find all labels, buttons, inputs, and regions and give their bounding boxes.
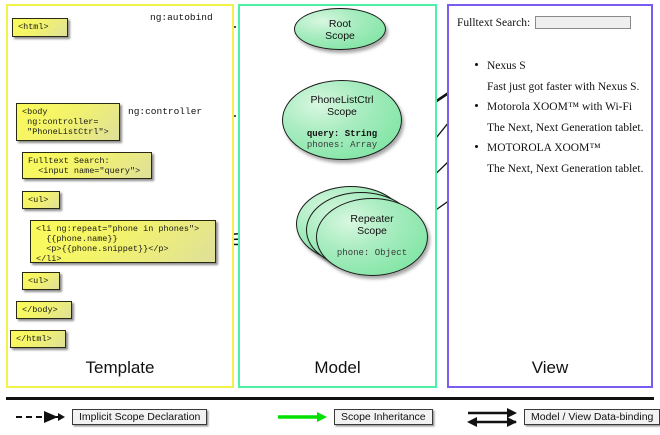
template-box-html-open[interactable]: <html>: [12, 18, 68, 37]
legend-item-implicit-scope-declaration: Implicit Scope Declaration: [14, 409, 208, 425]
legend-label: Model / View Data-binding: [524, 409, 660, 425]
phone-snippet: Fast just got faster with Nexus S.: [487, 81, 640, 93]
edge-label-ng-autobind: ng:autobind: [150, 12, 213, 23]
edge-label-ng-controller: ng:controller: [128, 106, 203, 117]
phone-name: MOTOROLA XOOM™: [487, 142, 601, 154]
repeater-prop-phone: phone: Object: [336, 248, 408, 258]
bullet-icon: [475, 104, 478, 107]
bullet-icon: [475, 63, 478, 66]
template-box-li-repeat[interactable]: <li ng:repeat="phone in phones"> {{phone…: [30, 220, 216, 264]
model-scope-repeater[interactable]: Repeater Scope phone: Object: [316, 198, 428, 276]
phone-name: Nexus S: [487, 60, 526, 72]
dashed-arrow-icon: [16, 411, 65, 423]
root-scope-title-1: Root: [328, 18, 352, 30]
template-box-fulltext-search[interactable]: Fulltext Search: <input name="query">: [22, 152, 152, 179]
green-arrow-icon: [278, 412, 327, 422]
legend-item-model-view-data-binding: Model / View Data-binding: [466, 405, 660, 429]
phone-snippet: The Next, Next Generation tablet.: [487, 122, 644, 134]
template-box-body-close[interactable]: </body>: [16, 301, 72, 319]
legend: Implicit Scope Declaration Scope Inherit…: [0, 405, 660, 435]
view-search-row: Fulltext Search:: [457, 16, 647, 29]
phonelistctrl-scope-title-1: PhoneListCtrl: [310, 94, 374, 106]
legend-label: Scope Inheritance: [334, 409, 433, 425]
list-item[interactable]: MOTOROLA XOOM™ The Next, Next Generation…: [457, 141, 647, 176]
view-content: Fulltext Search: Nexus S Fast just got f…: [457, 16, 647, 182]
template-box-html-close[interactable]: </html>: [10, 330, 66, 348]
phonelistctrl-prop-query: query: String: [306, 129, 378, 139]
legend-label: Implicit Scope Declaration: [72, 409, 208, 425]
legend-divider: [6, 397, 654, 400]
view-column: Fulltext Search: Nexus S Fast just got f…: [447, 4, 653, 388]
template-box-ul-close[interactable]: <ul>: [22, 272, 60, 290]
list-item[interactable]: Nexus S Fast just got faster with Nexus …: [457, 59, 647, 94]
template-box-ul-open[interactable]: <ul>: [22, 191, 60, 209]
phone-name: Motorola XOOM™ with Wi-Fi: [487, 101, 633, 113]
list-item[interactable]: Motorola XOOM™ with Wi-Fi The Next, Next…: [457, 100, 647, 135]
root-scope-title-2: Scope: [325, 30, 355, 42]
phonelistctrl-prop-phones: phones: Array: [306, 140, 378, 150]
view-search-label: Fulltext Search:: [457, 16, 531, 29]
template-box-body-open[interactable]: <body ng:controller= "PhoneListCtrl">: [16, 103, 120, 141]
double-arrow-icon: [467, 408, 517, 427]
phone-snippet: The Next, Next Generation tablet.: [487, 163, 644, 175]
model-scope-root[interactable]: Root Scope: [294, 8, 386, 50]
repeater-scope-title-2: Scope: [357, 225, 387, 237]
view-column-label: View: [531, 358, 569, 377]
bullet-icon: [475, 145, 478, 148]
model-column-label: Model: [314, 358, 361, 377]
legend-item-scope-inheritance: Scope Inheritance: [276, 409, 433, 425]
view-phone-list: Nexus S Fast just got faster with Nexus …: [457, 59, 647, 176]
view-search-input[interactable]: [535, 16, 632, 29]
repeater-scope-title-1: Repeater: [350, 213, 394, 225]
model-scope-phonelistctrl[interactable]: PhoneListCtrl Scope query: String phones…: [282, 80, 402, 160]
phonelistctrl-scope-title-2: Scope: [327, 106, 357, 118]
template-column-label: Template: [85, 358, 155, 377]
